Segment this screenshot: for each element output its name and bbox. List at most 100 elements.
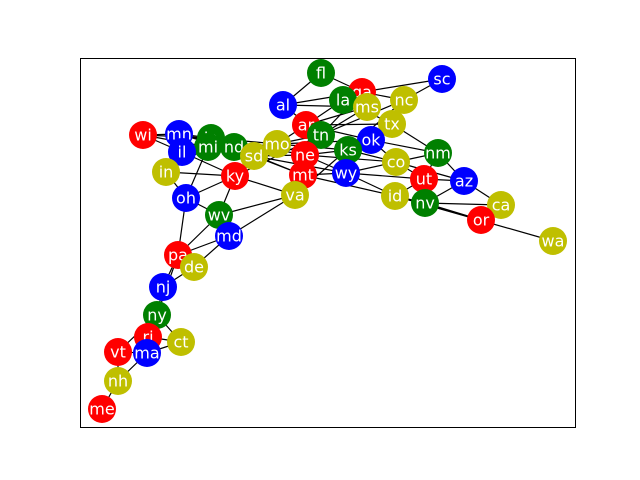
node-label-mo: mo (264, 135, 289, 154)
node-de: de (180, 253, 208, 281)
node-tn: tn (307, 121, 335, 149)
node-label-mt: mt (292, 166, 314, 185)
node-circle-nh (104, 367, 132, 395)
node-in: in (152, 158, 180, 186)
node-label-ca: ca (492, 196, 511, 215)
node-circle-mi (194, 133, 222, 161)
node-label-ma: ma (134, 344, 159, 363)
node-ma: ma (133, 339, 161, 367)
node-wy: wy (332, 159, 360, 187)
node-ct: ct (167, 328, 195, 356)
node-circle-az (450, 167, 478, 195)
node-label-ky: ky (226, 167, 244, 186)
node-circle-ky (221, 162, 249, 190)
node-label-wa: wa (542, 232, 565, 251)
node-circle-nm (424, 139, 452, 167)
node-co: co (382, 148, 410, 176)
node-circle-in (152, 158, 180, 186)
node-circle-nv (411, 189, 439, 217)
node-ks: ks (334, 136, 362, 164)
node-circle-sc (428, 65, 456, 93)
node-circle-wy (332, 159, 360, 187)
nodes-layer: flscgaallamsnctxartnokwimniamiilndmosdne… (88, 59, 567, 423)
node-label-tn: tn (313, 126, 329, 145)
node-circle-tn (307, 121, 335, 149)
node-or: or (467, 206, 495, 234)
node-ky: ky (221, 162, 249, 190)
node-circle-ut (410, 165, 438, 193)
node-circle-ma (133, 339, 161, 367)
node-mi: mi (194, 133, 222, 161)
node-label-nj: nj (156, 278, 171, 297)
node-ca: ca (487, 191, 515, 219)
node-label-wy: wy (335, 164, 358, 183)
node-circle-mo (263, 130, 291, 158)
node-label-tx: tx (384, 115, 400, 134)
plot-frame (80, 58, 576, 428)
node-circle-ks (334, 136, 362, 164)
node-circle-ok (357, 126, 385, 154)
node-ut: ut (410, 165, 438, 193)
node-circle-wi (129, 121, 157, 149)
node-fl: fl (307, 59, 335, 87)
node-label-ri: ri (142, 328, 153, 347)
node-mo: mo (263, 130, 291, 158)
node-label-wv: wv (208, 206, 231, 225)
node-circle-wa (539, 227, 567, 255)
node-wi: wi (129, 121, 157, 149)
node-label-ok: ok (361, 131, 381, 150)
node-az: az (450, 167, 478, 195)
node-circle-ms (353, 93, 381, 121)
node-wv: wv (205, 201, 233, 229)
node-label-in: in (159, 163, 174, 182)
node-va: va (281, 181, 309, 209)
node-label-nm: nm (425, 144, 451, 163)
node-nv: nv (411, 189, 439, 217)
node-il: il (168, 138, 196, 166)
node-nh: nh (104, 367, 132, 395)
node-circle-oh (172, 184, 200, 212)
node-circle-de (180, 253, 208, 281)
node-label-or: or (473, 211, 490, 230)
node-circle-ny (143, 301, 171, 329)
node-circle-wv (205, 201, 233, 229)
node-label-md: md (216, 227, 242, 246)
node-vt: vt (104, 338, 132, 366)
node-circle-nc (390, 86, 418, 114)
node-label-mi: mi (198, 138, 218, 157)
node-nm: nm (424, 139, 452, 167)
node-nj: nj (149, 273, 177, 301)
node-label-fl: fl (316, 64, 326, 83)
node-label-va: va (285, 186, 304, 205)
node-label-sd: sd (245, 147, 264, 166)
node-circle-il (168, 138, 196, 166)
node-tx: tx (378, 110, 406, 138)
node-label-al: al (276, 96, 290, 115)
node-la: la (329, 86, 357, 114)
node-oh: oh (172, 184, 200, 212)
node-circle-co (382, 148, 410, 176)
node-circle-or (467, 206, 495, 234)
node-label-nc: nc (395, 91, 414, 110)
node-label-ny: ny (147, 306, 167, 325)
node-sd: sd (240, 142, 268, 170)
node-label-ct: ct (173, 333, 188, 352)
node-ms: ms (353, 93, 381, 121)
node-circle-la (329, 86, 357, 114)
node-label-oh: oh (176, 189, 196, 208)
node-circle-vt (104, 338, 132, 366)
node-circle-md (215, 222, 243, 250)
node-circle-id (381, 182, 409, 210)
node-label-la: la (336, 91, 350, 110)
node-al: al (269, 91, 297, 119)
node-label-ne: ne (295, 146, 315, 165)
node-label-nv: nv (415, 194, 435, 213)
node-circle-sd (240, 142, 268, 170)
node-ok: ok (357, 126, 385, 154)
node-wa: wa (539, 227, 567, 255)
node-label-ms: ms (355, 98, 379, 117)
node-label-sc: sc (433, 70, 450, 89)
node-label-ks: ks (339, 141, 357, 160)
node-label-id: id (388, 187, 403, 206)
